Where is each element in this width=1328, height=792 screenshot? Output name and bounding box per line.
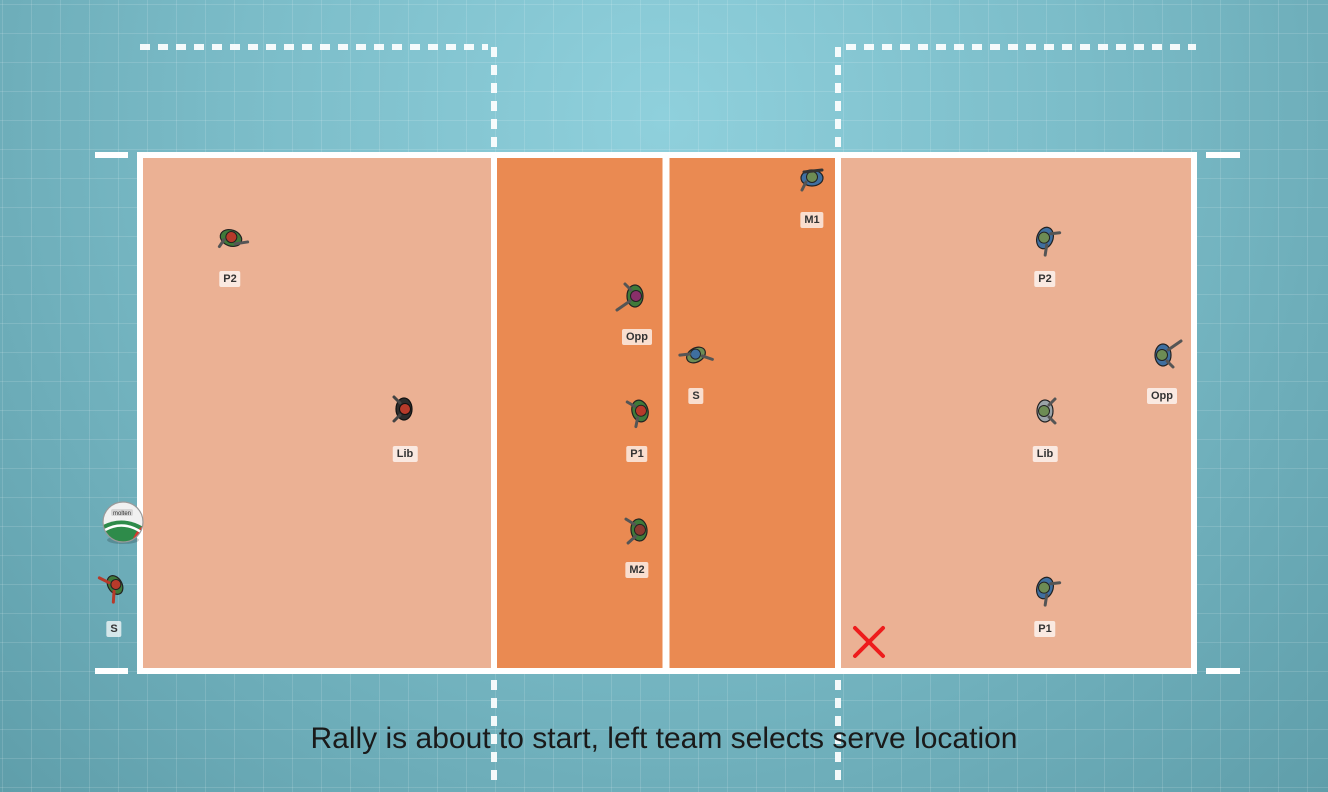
right-p2-player-icon[interactable] — [1025, 218, 1065, 258]
left-libero-label: Lib — [392, 446, 418, 462]
court-right-front-zone[interactable] — [666, 155, 838, 671]
ball-brand-text: molten — [113, 511, 131, 517]
right-setter-label: S — [688, 388, 704, 404]
right-m1-player-icon[interactable] — [792, 158, 832, 198]
serve-location-marker-icon[interactable] — [851, 624, 887, 660]
court-right-back-zone[interactable] — [838, 155, 1194, 671]
court-left-back-zone[interactable] — [140, 155, 494, 671]
right-opp-label: Opp — [1147, 388, 1177, 404]
left-libero-player-icon[interactable] — [384, 389, 424, 429]
right-p1-label: P1 — [1034, 621, 1056, 637]
volleyball-icon[interactable]: molten — [101, 500, 145, 544]
left-p1-player-icon[interactable] — [620, 391, 660, 431]
right-libero-player-icon[interactable] — [1025, 391, 1065, 431]
left-opp-player-icon[interactable] — [615, 276, 655, 316]
left-p2-label: P2 — [219, 271, 241, 287]
rally-status-message: Rally is about to start, left team selec… — [310, 722, 1018, 755]
right-opp-player-icon[interactable] — [1143, 335, 1183, 375]
right-m1-label: M1 — [800, 212, 824, 228]
right-p1-player-icon[interactable] — [1025, 568, 1065, 608]
left-setter-label: S — [106, 621, 122, 637]
right-setter-player-icon[interactable] — [676, 335, 716, 375]
left-m2-player-icon[interactable] — [619, 510, 659, 550]
right-libero-label: Lib — [1032, 446, 1058, 462]
right-p2-label: P2 — [1034, 271, 1056, 287]
left-p2-player-icon[interactable] — [211, 218, 251, 258]
left-opp-label: Opp — [622, 329, 652, 345]
left-p1-label: P1 — [626, 446, 648, 462]
left-m2-label: M2 — [625, 562, 649, 578]
left-setter-server-player-icon[interactable] — [95, 565, 135, 605]
